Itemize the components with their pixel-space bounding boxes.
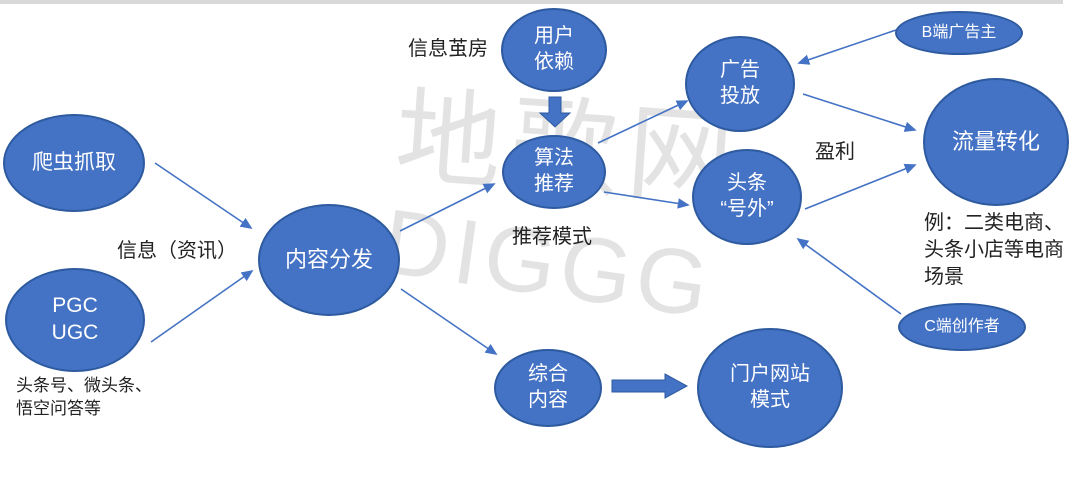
edge-algorithm-to-ad — [597, 100, 689, 144]
node-user-dependence: 用户 依赖 — [501, 8, 607, 92]
label-ecommerce-example: 例：二类电商、 头条小店等电商 场景 — [924, 212, 1064, 288]
block-arrow-user-dependence-to-algorithm-down-arrow — [538, 96, 572, 128]
label-profit: 盈利 — [815, 141, 855, 163]
edge-ad-to-traffic — [802, 93, 917, 132]
edge-algorithm-to-haowai — [603, 191, 690, 209]
node-toutiao-haowai: 头条 “号外” — [692, 149, 802, 245]
node-content-distribution: 内容分发 — [258, 204, 400, 316]
edge-distribution-to-general — [400, 288, 498, 356]
label-toutiao-accounts: 头条号、微头条、 悟空问答等 — [16, 376, 152, 418]
node-traffic-conversion: 流量转化 — [923, 78, 1069, 206]
node-pgc-ugc: PGC UGC — [5, 268, 145, 372]
edge-creators-to-haowai — [796, 237, 902, 315]
edge-pgc-to-distribution — [150, 269, 254, 343]
edge-distribution-to-algorithm — [399, 183, 496, 232]
node-algorithm-recommendation: 算法 推荐 — [502, 135, 606, 209]
node-c-side-creators: C端创作者 — [898, 303, 1026, 351]
top-divider-bar — [0, 0, 1063, 4]
label-info-cocoon: 信息茧房 — [408, 38, 488, 60]
node-ad-placement: 广告 投放 — [685, 36, 795, 132]
node-portal-website: 门户网站 模式 — [697, 328, 843, 448]
node-general-content: 综合 内容 — [494, 349, 602, 427]
edge-crawler-to-distribution — [154, 162, 253, 230]
label-info-zixun: 信息（资讯） — [117, 240, 237, 262]
node-b-side-advertisers: B端广告主 — [895, 11, 1023, 55]
edge-haowai-to-traffic — [804, 163, 917, 210]
block-arrow-general-to-portal-right-arrow — [611, 373, 689, 399]
label-recommendation-mode: 推荐模式 — [512, 226, 592, 248]
node-crawler: 爬虫抓取 — [3, 114, 145, 212]
edge-advertisers-to-ad — [797, 29, 897, 65]
